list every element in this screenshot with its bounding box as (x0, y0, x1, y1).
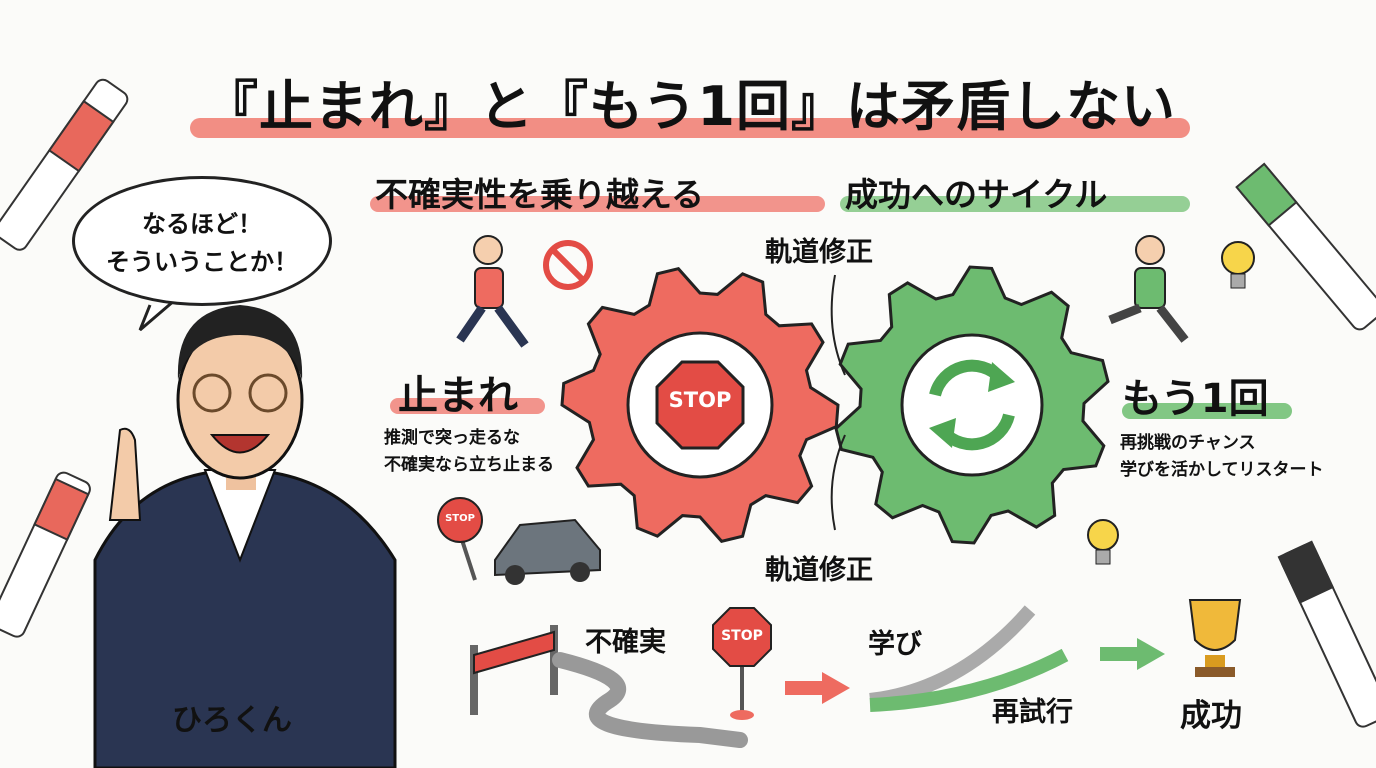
subtitle-left-highlight (370, 196, 825, 212)
blindfolded-runner-icon (456, 235, 529, 348)
curve-arrow-top-icon (830, 274, 846, 376)
trophy-icon (1188, 599, 1242, 677)
stop-heading-highlight (390, 398, 545, 414)
stop-line-1: 推測で突っ走るな (384, 428, 520, 448)
retry-heading: もう1回 (1122, 376, 1269, 422)
page-title: 『止まれ』と『もう1回』は矛盾しない (204, 75, 1176, 138)
running-man-icon (1108, 235, 1189, 343)
title-highlight (190, 118, 1190, 138)
stop-sign-icon (655, 360, 745, 450)
red-arrow-icon (785, 672, 850, 704)
subtitle-left: 不確実性を乗り越える (375, 175, 705, 214)
marker-black-icon (1277, 540, 1376, 728)
flow-retry-label: 再試行 (992, 697, 1073, 728)
speech-line-1: なるほど！ (142, 210, 262, 238)
gear-stop-sign-text: STOP (668, 388, 732, 412)
flow-uncertain-label: 不確実 (585, 627, 666, 658)
prohibited-icon (543, 240, 593, 290)
presenter-name: ひろくん (172, 703, 292, 738)
subtitle-right-highlight (840, 196, 1190, 212)
flow-stop-sign-text: STOP (721, 628, 763, 644)
gear-link-top-label: 軌道修正 (765, 237, 873, 268)
retry-heading-highlight (1122, 403, 1292, 419)
marker-green-icon (1235, 162, 1376, 331)
retry-line-1: 再挑戦のチャンス (1120, 433, 1256, 453)
stop-heading: 止まれ (398, 373, 518, 419)
gear-link-bottom-label: 軌道修正 (765, 555, 873, 586)
marker-red-top-left-icon (0, 78, 129, 251)
curve-arrow-bottom-icon (830, 434, 846, 531)
flow-stop-sign-icon (712, 607, 772, 720)
winding-road-icon (552, 652, 748, 748)
speech-bubble: なるほど！ そういうことか！ (72, 176, 332, 306)
lightbulb-bottom-icon (1087, 519, 1119, 565)
speech-line-2: そういうことか！ (106, 248, 298, 276)
presenter-avatar (93, 305, 397, 768)
learning-curve-arrow-icon (869, 605, 1036, 707)
stop-description: 推測で突っ走るな 不確実なら立ち止まる (384, 425, 554, 479)
crashed-car-icon (494, 518, 601, 585)
green-arrow-icon (1100, 638, 1165, 670)
flow-learn-label: 学び (868, 629, 922, 660)
small-stop-sign-text: STOP (445, 513, 475, 524)
barrier-icon (470, 625, 558, 715)
subtitle-right: 成功へのサイクル (845, 175, 1108, 214)
retry-description: 再挑戦のチャンス 学びを活かしてリスタート (1120, 430, 1324, 484)
marker-red-bottom-left-icon (0, 471, 91, 638)
stop-line-2: 不確実なら立ち止まる (384, 455, 554, 475)
small-stop-sign-icon (437, 497, 483, 581)
lightbulb-top-icon (1221, 241, 1255, 289)
retry-line-2: 学びを活かしてリスタート (1120, 460, 1324, 480)
flow-success-label: 成功 (1180, 698, 1242, 734)
retry-curve-arrow-icon (869, 648, 1069, 712)
